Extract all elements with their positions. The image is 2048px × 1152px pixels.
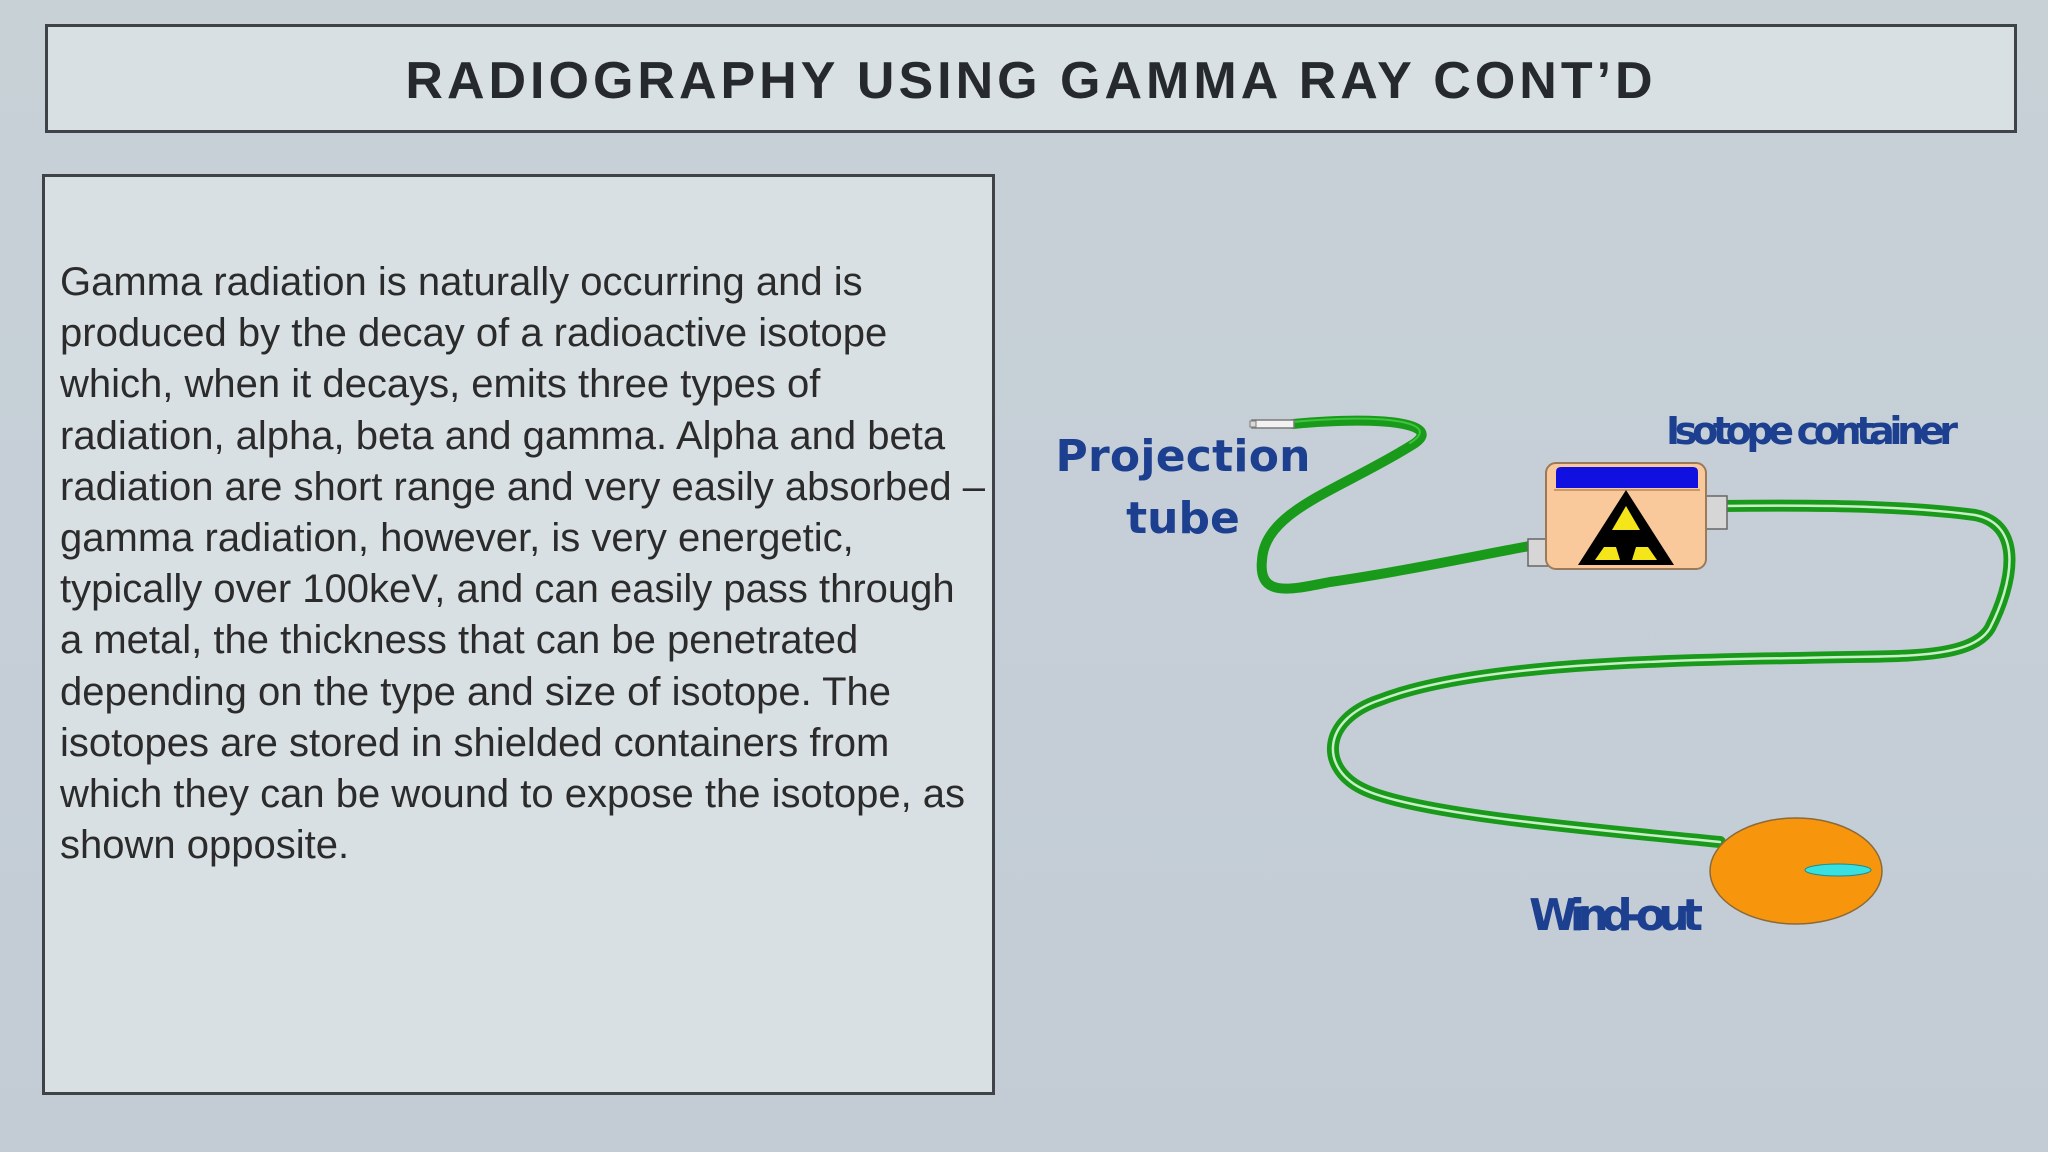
wind-out-label: Wind-out: [1529, 890, 1703, 941]
radiation-hazard-icon: [1578, 490, 1674, 565]
gamma-radiography-diagram: Projection tube Isotope container Wind-o…: [1056, 409, 2016, 941]
text-panel: Gamma radiation is naturally occurring a…: [42, 174, 995, 1095]
wind-out-crank-icon: [1709, 817, 1883, 925]
projection-tube-label-line1: Projection: [1056, 431, 1311, 482]
slide-title: RADIOGRAPHY USING GAMMA RAY CONT’D: [405, 51, 1657, 110]
body-paragraph: Gamma radiation is naturally occurring a…: [60, 260, 985, 868]
title-box: RADIOGRAPHY USING GAMMA RAY CONT’D: [45, 24, 2017, 133]
projection-tube-tip: [1249, 419, 1295, 429]
projection-tube-label-line2: tube: [1126, 493, 1240, 544]
isotope-container-label: Isotope container: [1666, 409, 1958, 453]
wind-out-cable: [1326, 499, 2016, 848]
projection-tube: [1256, 415, 1540, 594]
